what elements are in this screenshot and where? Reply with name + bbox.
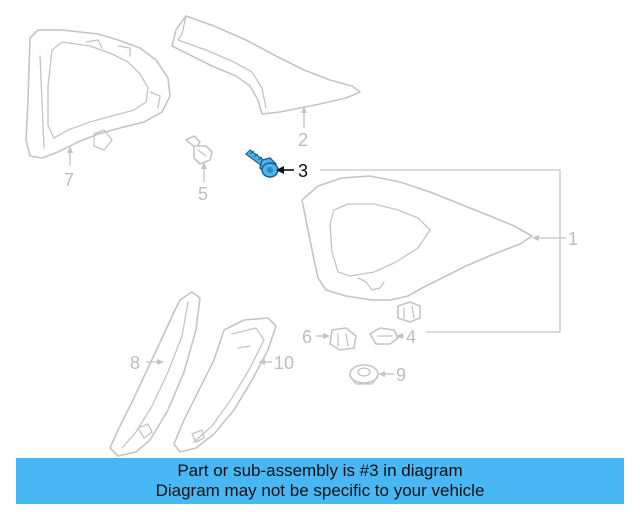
callout-10: 10 [274,353,294,373]
callout-9: 9 [396,365,406,385]
callout-5: 5 [198,184,208,204]
part-7-quarter-trim [25,29,171,159]
part-8-pillar-trim [109,291,201,457]
part-1-window-trim [301,175,533,301]
callout-8: 8 [130,353,140,373]
callout-4: 4 [406,327,416,347]
part-3-bolt [245,149,279,178]
callout-6: 6 [302,327,312,347]
part-5-clip [185,135,213,165]
banner-part-note: Part or sub-assembly is #3 in diagram [177,461,463,480]
part-4-upper-clip [397,301,421,323]
leader-lines [67,106,566,377]
part-4-retainer [369,327,399,345]
part-6-clip [329,327,357,351]
part-10-pillar-trim [173,317,277,453]
banner-disclaimer: Diagram may not be specific to your vehi… [155,481,485,500]
callout-labels: 7 2 5 3 1 6 4 9 8 10 [64,130,578,385]
callout-1: 1 [568,229,578,249]
callout-3: 3 [298,161,308,181]
callout-2: 2 [298,130,308,150]
part-9-grommet [349,364,379,385]
info-banner: Part or sub-assembly is #3 in diagram Di… [16,458,624,504]
part-2-upper-trim [171,15,361,115]
callout-7: 7 [64,170,74,190]
